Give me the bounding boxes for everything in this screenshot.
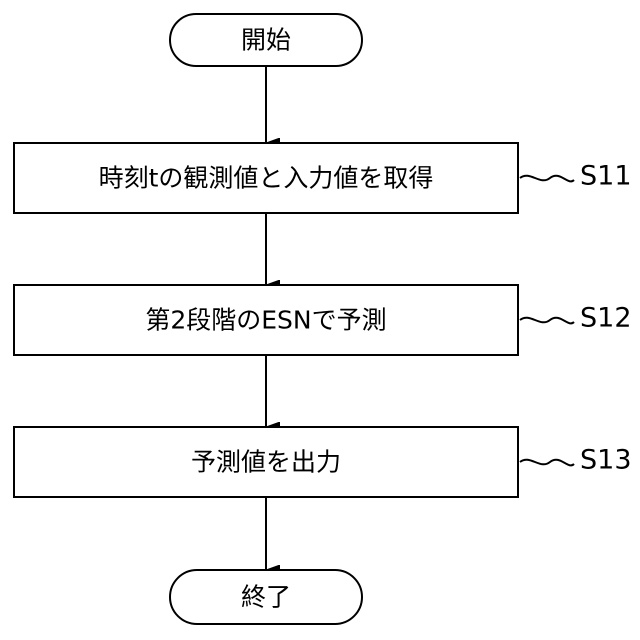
- step-id-s13: S13: [580, 445, 632, 476]
- end-label: 終了: [241, 583, 291, 612]
- leader-s12: [520, 318, 574, 324]
- step-s13-label: 予測値を出力: [191, 448, 341, 477]
- step-s12-label: 第2段階のESNで予測: [145, 306, 386, 335]
- start-terminal: 開始: [170, 14, 362, 66]
- step-id-s12: S12: [580, 303, 632, 334]
- step-s11-label: 時刻tの観測値と入力値を取得: [99, 164, 434, 193]
- step-id-s11: S11: [580, 161, 632, 192]
- leader-s13: [520, 460, 574, 466]
- step-s11: 時刻tの観測値と入力値を取得: [14, 143, 518, 213]
- end-terminal: 終了: [170, 570, 362, 624]
- leader-s11: [520, 176, 574, 182]
- step-s13: 予測値を出力: [14, 427, 518, 497]
- start-label: 開始: [241, 26, 291, 55]
- step-s12: 第2段階のESNで予測: [14, 285, 518, 355]
